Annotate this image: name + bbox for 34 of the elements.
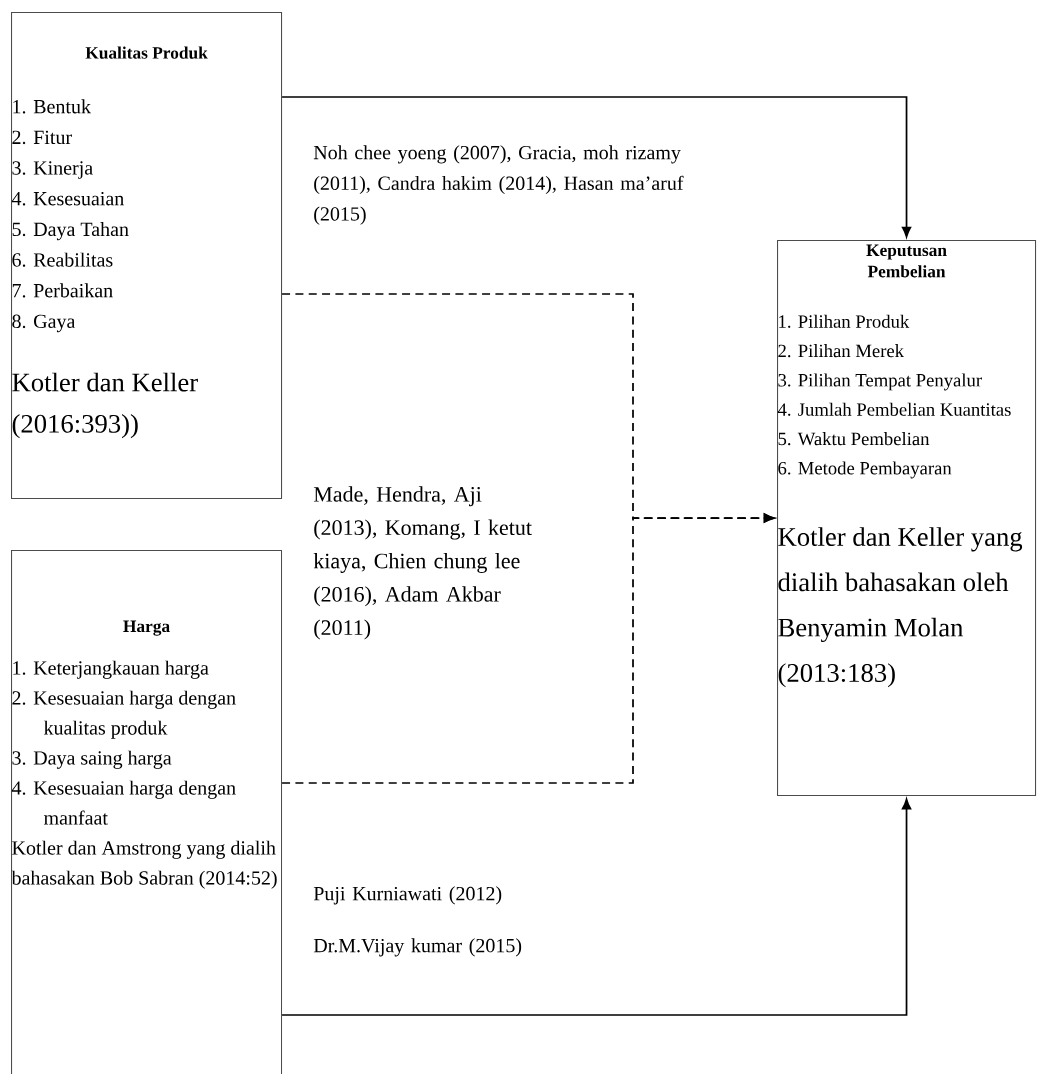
list-item: 3. Kinerja bbox=[12, 161, 93, 179]
source-citation: Kotler dan Keller (2016:393)) bbox=[12, 372, 198, 439]
list-item: 3. Pilihan Tempat Penyalur bbox=[778, 373, 982, 391]
list-item: 6. Metode Pembayaran bbox=[778, 461, 952, 479]
list-item: 6. Reabilitas bbox=[12, 252, 113, 267]
list-item: 1. Pilihan Produk bbox=[779, 314, 910, 328]
box-heading: Harga bbox=[123, 620, 170, 636]
list-item: 4. Kesesuaian bbox=[11, 191, 124, 206]
citation-text: Puji Kurniawati (2012) bbox=[313, 886, 502, 905]
list-item: 2. Fitur bbox=[12, 130, 72, 145]
source-citation: Kotler dan Keller yang dialih bahasakan oleh Benyamin Molan (2013:183) bbox=[778, 527, 1023, 688]
list-item: 5. Daya Tahan bbox=[12, 222, 129, 241]
list-item: 3. Daya saing harga bbox=[12, 750, 172, 769]
citation-text: Noh chee yoeng (2007), Gracia, moh rizamy (2011), Candra hakim (2014), Hasan ma’aruf (2015) bbox=[313, 145, 684, 225]
indicator-box bbox=[777, 240, 1037, 797]
arrow bbox=[281, 96, 912, 238]
list-item: 2. Pilihan Merek bbox=[778, 344, 905, 358]
list-item: 5. Waktu Pembelian bbox=[778, 432, 930, 446]
list-item: 1. Keterjangkauan harga bbox=[13, 660, 209, 679]
citation-text: Made, Hendra, Aji (2013), Komang, I ketut kiaya, Chien chung lee (2016), Adam Akbar (2011) bbox=[313, 486, 532, 640]
list-item: 4. Kesesuaian harga dengan manfaat bbox=[11, 780, 236, 825]
citation-text: Dr.M.Vijay kumar (2015) bbox=[313, 938, 522, 957]
box-heading: Kualitas Produk bbox=[85, 46, 208, 59]
list-item: 7. Perbaikan bbox=[12, 283, 113, 298]
indicator-box bbox=[11, 550, 283, 1074]
list-item: 2. Kesesuaian harga dengan kualitas produk bbox=[12, 690, 236, 739]
list-item: 4. Jumlah Pembelian Kuantitas bbox=[777, 402, 1011, 416]
source-citation: Kotler dan Amstrong yang dialih bahasakan Bob Sabran (2014:52) bbox=[11, 840, 277, 889]
box-heading: Keputusan Pembelian bbox=[866, 244, 947, 278]
indicator-box bbox=[11, 12, 283, 500]
arrow bbox=[281, 513, 775, 784]
arrow bbox=[281, 798, 912, 1016]
list-item: 8. Gaya bbox=[12, 314, 76, 333]
list-item: 1. Bentuk bbox=[13, 99, 91, 114]
